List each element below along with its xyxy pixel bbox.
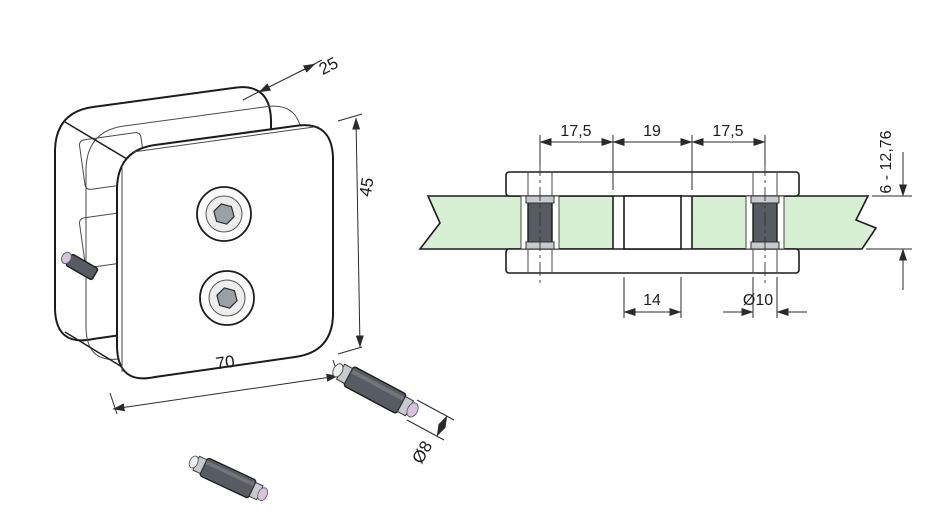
gap-pin-tip — [60, 251, 72, 265]
ext-line — [406, 419, 445, 441]
dim-label-glass-thickness: 6 - 12,76 — [878, 130, 895, 193]
isometric-view: 25 45 70 — [54, 53, 378, 415]
clamp-plate-bottom — [505, 248, 800, 274]
connector-edge-top — [64, 121, 128, 160]
dim-line — [112, 373, 339, 412]
dim-line — [436, 415, 448, 437]
dim-label-hole-diameter: Ø10 — [743, 292, 773, 309]
dim-label-pitch-right: 17,5 — [712, 123, 743, 140]
clamp-plate-top — [505, 171, 800, 197]
ext-line — [337, 113, 363, 122]
screw-boss-bottom — [199, 270, 255, 326]
clamp-connectors — [64, 121, 128, 371]
pin-section-left — [520, 162, 560, 284]
section-view: 17,5 19 17,5 6 - 12,76 14 Ø10 — [418, 123, 912, 318]
loose-pin-b — [185, 450, 272, 506]
dim-height: 45 — [337, 113, 378, 355]
pin-section-right — [745, 162, 785, 284]
dim-label-gap: 19 — [643, 123, 661, 140]
dim-rib-width: 14 — [623, 277, 682, 318]
dim-label-height: 45 — [356, 176, 378, 198]
dim-label-depth: 25 — [316, 53, 341, 79]
ext-line — [109, 392, 118, 415]
loose-pin-a — [328, 357, 423, 423]
dim-label-rib-width: 14 — [643, 292, 661, 309]
dim-chain-top: 17,5 19 17,5 — [539, 123, 766, 190]
dim-hole-diameter: Ø10 — [723, 277, 807, 318]
dim-label-width: 70 — [214, 352, 236, 374]
glass-panel-left — [418, 195, 614, 250]
screw-boss-top — [196, 186, 252, 242]
clamp-center-rib — [623, 195, 682, 250]
front-plate-chamfer-top — [132, 126, 315, 153]
ext-line — [416, 399, 455, 421]
dim-line — [352, 117, 364, 348]
hex-socket-icon — [216, 287, 238, 309]
hex-socket-icon — [213, 203, 235, 225]
dim-glass-thickness: 6 - 12,76 — [866, 130, 912, 290]
connector-edge-bottom — [64, 331, 128, 371]
front-plate-outline — [116, 124, 334, 380]
loose-pins: Ø8 — [185, 357, 455, 506]
dim-label-pitch-left: 17,5 — [560, 123, 591, 140]
ext-line — [337, 346, 363, 355]
clamp-gap-pin — [60, 251, 99, 281]
clamp-front-plate — [116, 124, 334, 380]
dim-label-pin-diameter: Ø8 — [408, 438, 436, 467]
dim-line — [258, 63, 316, 93]
